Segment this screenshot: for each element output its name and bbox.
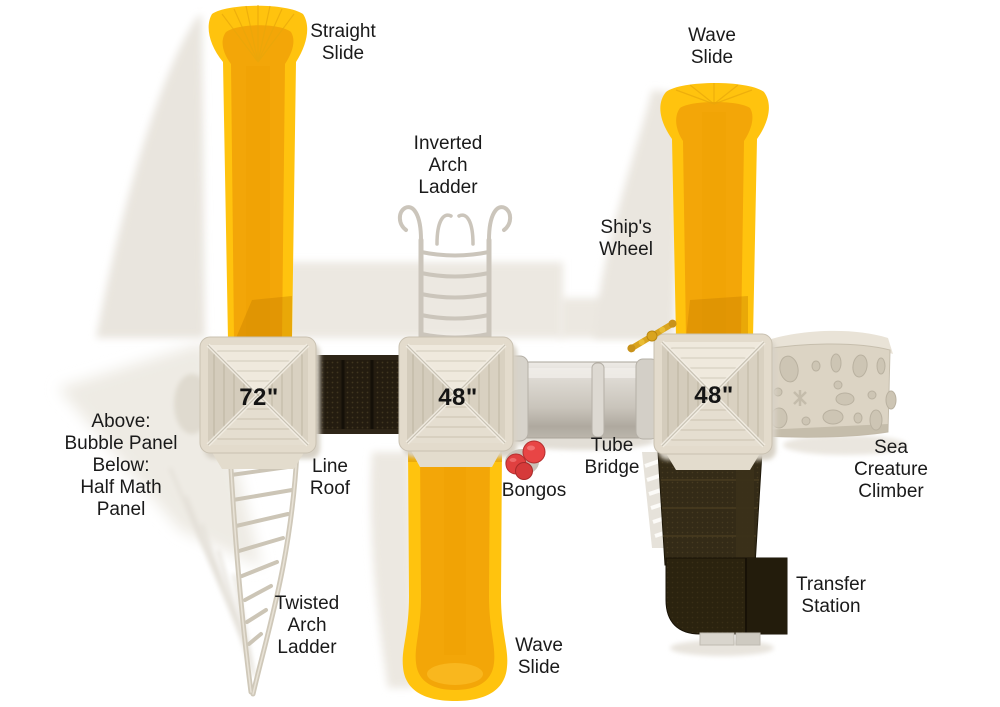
wave-slide-bottom <box>402 448 508 701</box>
label-twisted-arch-ladder: Twisted Arch Ladder <box>274 593 340 658</box>
flare-ribs <box>675 83 753 105</box>
label-tube-bridge: Tube Bridge <box>584 435 640 478</box>
deck-48-middle-size-label: 48" <box>438 384 478 411</box>
sea-creature-climber <box>757 330 897 438</box>
label-sea-creature-climber: Sea Creature Climber <box>854 437 928 502</box>
deck-48-right-size-label: 48" <box>694 382 734 409</box>
bongos <box>505 440 546 480</box>
straight-slide <box>208 5 308 340</box>
mesh-bridge <box>313 355 403 434</box>
label-straight-slide: Straight Slide <box>310 21 376 64</box>
label-ships-wheel: Ship's Wheel <box>599 217 653 260</box>
deck-48-right <box>653 333 776 470</box>
flare-ribs <box>221 5 295 63</box>
transfer-station <box>657 451 788 646</box>
label-wave-slide-top: Wave Slide <box>688 25 736 68</box>
deck-72 <box>199 336 320 469</box>
label-inverted-arch-ladder: Inverted Arch Ladder <box>413 133 483 198</box>
label-panels-note: Above: Bubble Panel Below: Half Math Pan… <box>64 411 178 520</box>
deck-48-middle <box>398 336 517 467</box>
deck-72-size-label: 72" <box>239 384 279 411</box>
ships-wheel <box>627 319 677 353</box>
label-wave-slide-bottom: Wave Slide <box>515 635 563 678</box>
label-bongos: Bongos <box>501 480 567 501</box>
starfish-handhold <box>793 390 807 406</box>
label-transfer-station: Transfer Station <box>795 574 867 617</box>
twisted-arch-ladder <box>227 449 300 697</box>
label-line-roof: Line Roof <box>309 456 351 499</box>
tube-bridge <box>503 355 659 442</box>
wave-slide-top <box>660 83 769 338</box>
